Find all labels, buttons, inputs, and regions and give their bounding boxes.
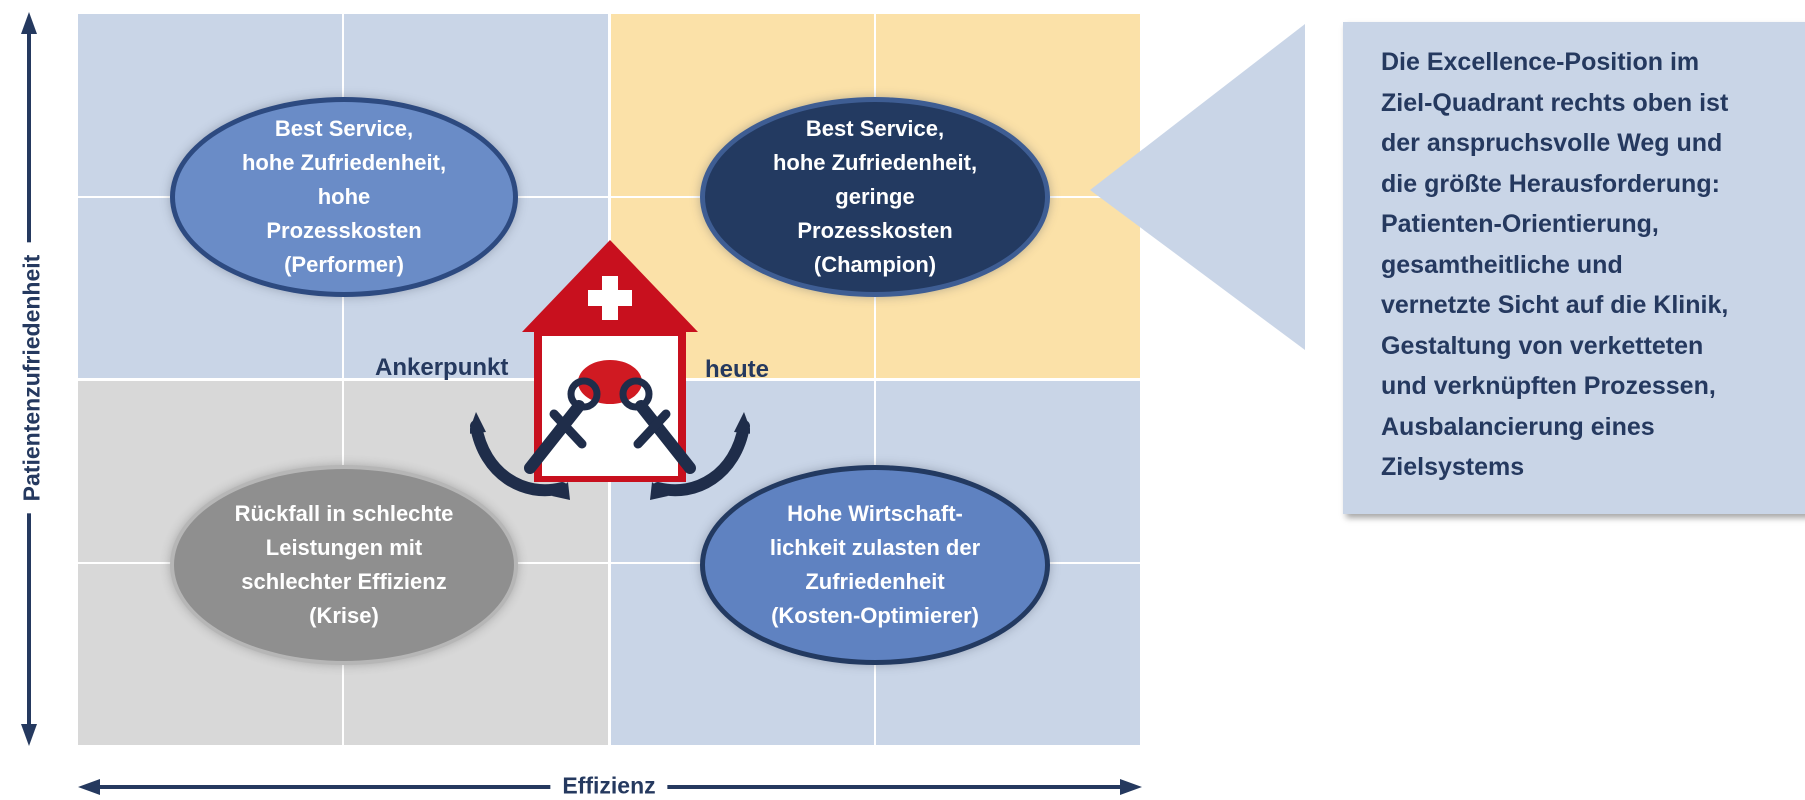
quadrant-kosten-optimierer-text: Hohe Wirtschaft- lichkeit zulasten der Z… — [769, 501, 981, 628]
quadrant-krise-ellipse: Rückfall in schlechte Leistungen mit sch… — [170, 465, 518, 665]
grid-line — [78, 196, 1140, 198]
callout-pointer — [1090, 24, 1305, 350]
quadrant-krise-text: Rückfall in schlechte Leistungen mit sch… — [234, 501, 454, 628]
quadrant-kosten-optimierer-ellipse: Hohe Wirtschaft- lichkeit zulasten der Z… — [700, 465, 1050, 665]
quadrant-champion-ellipse: Best Service, hohe Zufriedenheit, gering… — [700, 97, 1050, 297]
hospital-anchor-graphic — [470, 240, 750, 500]
callout-text: Die Excellence-Position im Ziel-Quadrant… — [1381, 48, 1729, 481]
quadrant-champion-text: Best Service, hohe Zufriedenheit, gering… — [772, 116, 978, 277]
x-axis-label: Effizienz — [550, 772, 668, 800]
anchor-left-label: Ankerpunkt — [375, 354, 509, 381]
callout-box: Die Excellence-Position im Ziel-Quadrant… — [1343, 22, 1805, 514]
anchor-right-label: heute — [705, 356, 770, 383]
anchor-icon — [470, 377, 601, 500]
quadrant-performer-ellipse: Best Service, hohe Zufriedenheit, hohe P… — [170, 97, 518, 297]
quadrant-performer-text: Best Service, hohe Zufriedenheit, hohe P… — [241, 116, 447, 277]
anchor-icon — [619, 377, 750, 500]
y-axis-label: Patientenzufriedenheit — [18, 242, 46, 514]
hospital-house-icon — [522, 240, 698, 482]
grid-line — [78, 562, 1140, 564]
